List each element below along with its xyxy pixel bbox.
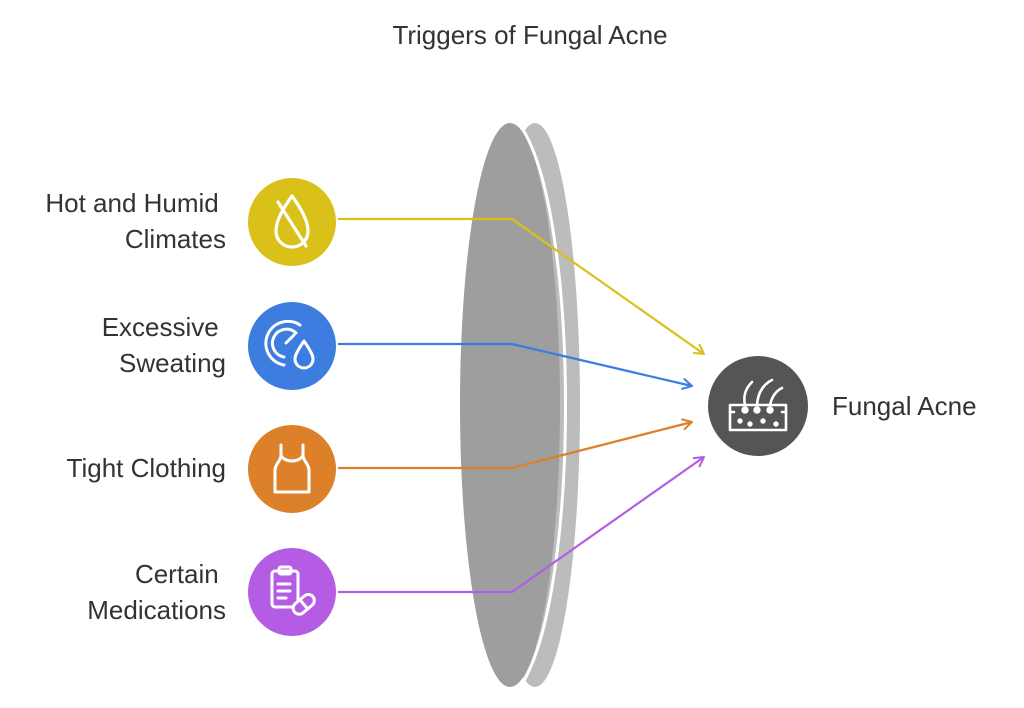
sweat-gauge-icon [264, 319, 315, 370]
lens-highlight-edge [520, 127, 567, 685]
cause-circle [248, 425, 336, 513]
svg-text:Tight Clothing: Tight Clothing [67, 453, 226, 483]
cause-label-line: Sweating [119, 348, 226, 378]
cause-label-line: Hot and Humid [45, 188, 218, 218]
tank-top-icon [273, 443, 311, 494]
svg-text:Excessive Sweating: Excessive Sweating [102, 312, 226, 378]
svg-text:Certain Medications: Certain Medications [87, 559, 226, 625]
cause-excessive-sweating: Excessive Sweating [102, 302, 336, 390]
focusing-lens [460, 123, 580, 687]
outcome-label: Fungal Acne [832, 391, 977, 421]
cause-label-line: Certain [135, 559, 219, 589]
no-water-drop-icon [274, 194, 310, 249]
prescription-pill-icon [270, 565, 316, 616]
cause-label-line: Tight Clothing [67, 453, 226, 483]
svg-text:Hot and Humid Climates: Hot and Humid Climates [45, 188, 226, 254]
outcome-fungal-acne: Fungal Acne [708, 356, 977, 456]
cause-certain-medications: Certain Medications [87, 548, 336, 636]
lens-front [460, 123, 560, 687]
cause-label-line: Excessive [102, 312, 219, 342]
cause-hot-humid: Hot and Humid Climates [45, 178, 336, 266]
diagram-title: Triggers of Fungal Acne [392, 20, 667, 50]
cause-label-line: Climates [125, 224, 226, 254]
arrow-certain-medications [338, 456, 705, 594]
arrow-tight-clothing [338, 418, 693, 470]
cause-label-line: Medications [87, 595, 226, 625]
arrow-hot-humid [338, 217, 705, 355]
connector-arrows [338, 217, 705, 594]
cause-circle [248, 548, 336, 636]
cause-circle [248, 302, 336, 390]
cause-tight-clothing: Tight Clothing [67, 425, 336, 513]
skin-hair-follicle-icon [728, 378, 788, 432]
arrow-excessive-sweating [338, 342, 693, 390]
